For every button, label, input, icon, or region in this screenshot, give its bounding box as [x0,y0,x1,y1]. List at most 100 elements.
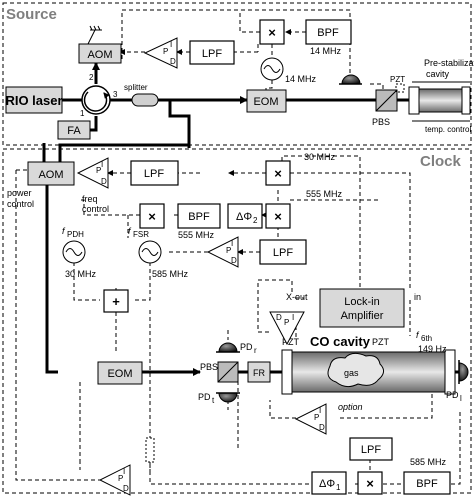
rio-laser-block: RIO laser [5,86,63,114]
freq-control-line1: freq [82,194,98,204]
f6th-label: f [416,330,420,340]
eom-source-label: EOM [253,96,278,108]
f14-a-label: 14 MHz [310,46,342,56]
pd-transmission: PD t [198,392,240,405]
eom-clock-label: EOM [107,368,132,380]
lockin-line2: Amplifier [341,310,384,322]
pid-option-i: I [319,406,321,415]
pid-cavity-p: P [284,318,289,327]
pd-t-sub: t [212,396,215,405]
oscillator-source [260,57,284,81]
pid-source-p: P [163,47,168,56]
temp-control-label: temp. control [425,125,471,134]
f149-label: 149 Hz [418,344,447,354]
mixer-mid-right-label: × [274,209,282,224]
oscillator-pdh [62,240,86,264]
pid-power-d: D [123,484,129,493]
prestab-line1: Pre-stabilization [424,58,474,68]
pid-power-p: P [118,474,123,483]
mixer-clock-mid-right: × [265,203,291,229]
x-out-label: X-out [286,292,308,302]
dphi2-sub: 2 [253,216,258,225]
f30-osc-label: 30 MHz [65,269,97,279]
pid-cavity-pzt: P I D [269,311,305,346]
circulator-port-2: 2 [89,73,94,82]
aom-source-label: AOM [87,49,112,61]
mixer-clock-top: × [265,160,291,186]
mixer-bottom: × [357,471,383,495]
pid-fsr-p: P [226,246,231,255]
fr-label: FR [253,368,265,378]
bpf-source-block: BPF [305,19,352,45]
pd-r-sub: r [254,346,257,355]
mixer-clock-top-label: × [274,166,282,181]
source-heading: Source [6,6,57,23]
bpf-source-label: BPF [317,27,339,39]
dphi2-block: ΔΦ 2 [227,203,263,229]
clock-heading: Clock [420,153,462,170]
pbs-clock: PBS [200,361,239,383]
pid-option: P I D [294,403,327,435]
clock-section: Clock [2,143,472,494]
in-label: in [414,292,421,302]
pid-power-i: I [123,467,125,476]
bpf-bottom-label: BPF [416,478,438,490]
dphi2-label: ΔΦ [236,211,252,223]
power-control-line2: control [7,199,34,209]
aom-clock-block: AOM [27,161,75,186]
pzt-right-label: PZT [372,337,390,347]
f30-top-label: 30 MHz [304,152,336,162]
dphi1-sub: 1 [336,483,341,492]
lpf-bottom-label: LPF [361,444,381,456]
dphi1-label: ΔΦ [319,478,335,490]
dphi1-block: ΔΦ 1 [311,471,347,495]
pid-source-i: I [170,40,172,49]
pd-t-label: PD [198,392,211,402]
bpf-clock-block: BPF [177,203,221,229]
pd-l-label: PD [446,390,459,400]
mixer-mid-left-label: × [148,209,156,224]
f-fsr-sub: FSR [133,230,149,239]
sum-label: + [112,294,120,309]
oscillator-fsr [138,240,162,264]
fr-block: FR [247,361,271,383]
pid-freq-p: P [96,166,101,175]
pid-option-d: D [319,423,325,432]
pd-l-sub: l [460,394,462,403]
eom-clock-block: EOM [97,361,143,385]
pid-source: P I D [143,37,178,69]
pid-power: P I D [98,464,131,496]
pid-cavity-d: D [276,313,282,322]
circulator-port-3: 3 [113,90,118,99]
circulator-port-1: 1 [80,109,85,118]
f-pdh-label: f [62,226,66,236]
pd-source [339,74,362,85]
power-control-line1: power [7,188,32,198]
splitter: splitter [124,83,159,107]
f14-b-label: 14 MHz [285,74,317,84]
pid-source-d: D [170,57,176,66]
pbs-clock-label: PBS [200,362,218,372]
prestab-cavity: Pre-stabilization cavity temp. control P… [390,58,474,134]
freq-control-line2: control [82,204,109,214]
lpf-clock2-block: LPF [259,239,307,265]
fa-label: FA [67,125,81,137]
pd-r-label: PD [240,342,253,352]
pid-cavity-i: I [292,313,294,322]
pd-l: PD l [446,360,469,403]
pzt-source-label: PZT [390,75,405,84]
pid-option-p: P [314,413,319,422]
circulator: 1 2 3 [80,73,118,118]
f-pdh-sub: PDH [67,230,84,239]
pbs-source-label: PBS [372,117,390,127]
pid-freq: P I D [76,157,109,189]
option-label: option [338,402,363,412]
f585-osc-label: 585 MHz [152,269,189,279]
mixer-source-label: × [268,25,276,40]
prestab-line2: cavity [426,69,450,79]
lpf-source-block: LPF [189,40,235,65]
pd-reflection: PD r [216,342,257,355]
ground-symbol-icon [87,25,102,45]
bpf-clock-label: BPF [188,211,210,223]
